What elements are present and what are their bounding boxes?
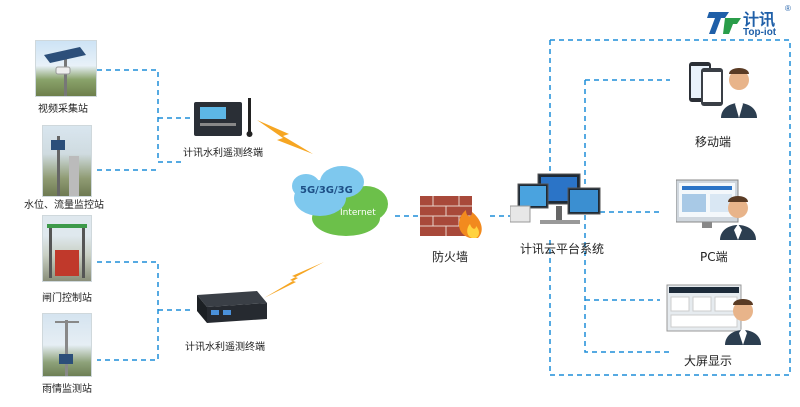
link-gate-rain: [97, 261, 159, 361]
water-gauge-icon: [51, 136, 79, 196]
logo-registered: ®: [785, 4, 791, 13]
mobile-client: [685, 60, 760, 120]
platform-label: 计讯云平台系统: [520, 242, 605, 256]
rain-tower-icon: [55, 320, 79, 376]
gate-station-photo: [42, 215, 92, 282]
lightning-top-icon: [257, 120, 313, 154]
brand-logo: 计讯 ® Top-iot: [707, 4, 797, 40]
video-station-photo: [35, 40, 97, 97]
water-station-photo: [42, 125, 92, 197]
station-label-rain: 雨情监测站: [42, 384, 92, 395]
client-label-mobile: 移动端: [695, 135, 732, 149]
telemetry-terminal-2: [193, 285, 267, 329]
client-label-bigscreen: 大屏显示: [684, 354, 733, 368]
link-platform-bus: [584, 80, 670, 353]
rtu-device-icon: [197, 291, 267, 323]
phone-user-icon: [689, 62, 757, 118]
terminal-label-1: 计讯水利遥测终端: [183, 148, 263, 159]
terminal-device-icon: [194, 98, 253, 137]
telemetry-terminal-1: [194, 98, 256, 138]
client-label-pc: PC端: [700, 250, 728, 264]
station-label-video: 视频采集站: [38, 104, 88, 115]
network-cloud: 5G/3G/3G Internet: [288, 160, 398, 240]
monitors-icon: [509, 173, 601, 224]
logo-mark-icon: [707, 12, 741, 34]
logo-brand-en: Top-iot: [743, 27, 777, 38]
cloud-network-label: 5G/3G/3G: [300, 185, 353, 196]
terminal-label-2: 计讯水利遥测终端: [185, 342, 265, 353]
firewall-label: 防火墙: [432, 250, 469, 264]
cloud-platform: [509, 172, 605, 234]
cloud-internet-label: Internet: [340, 208, 376, 218]
cloud-icon: [292, 166, 388, 236]
firewall: [420, 190, 490, 242]
logo-brand-cn: 计讯: [743, 12, 776, 29]
firewall-icon: [420, 196, 482, 238]
gate-icon: [47, 224, 87, 278]
link-video-terminal: [97, 69, 185, 163]
pc-client: [675, 178, 756, 240]
bigscreen-client: [665, 283, 765, 345]
lightning-bottom-icon: [264, 262, 324, 298]
station-label-gate: 闸门控制站: [42, 293, 92, 304]
clients-frame: [549, 39, 791, 376]
rain-station-photo: [42, 313, 92, 377]
solar-camera-icon: [44, 47, 86, 96]
pc-user-icon: [675, 179, 756, 240]
bigscreen-user-icon: [666, 284, 761, 345]
station-label-water: 水位、流量监控站: [24, 200, 104, 211]
